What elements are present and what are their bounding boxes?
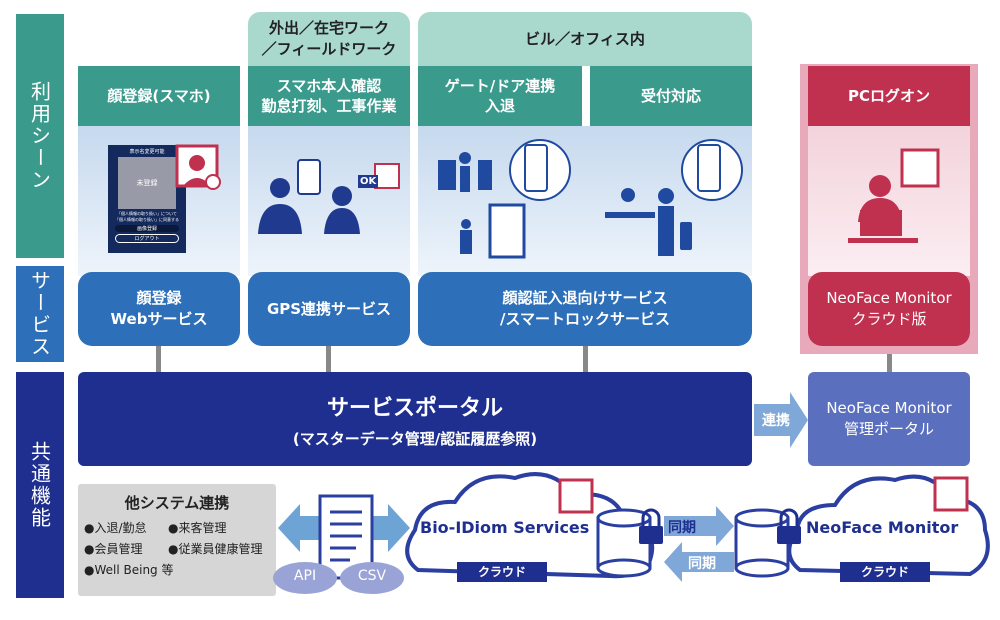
service-portal: サービスポータル (マスターデータ管理/認証履歴参照) <box>78 372 752 466</box>
cloud-tag-label: クラウド <box>477 565 526 579</box>
reception-icon <box>605 188 692 256</box>
csv-label: CSV <box>357 568 387 584</box>
scene-gate-door: ゲート/ドア連携 入退 <box>418 66 582 126</box>
connector <box>887 354 892 372</box>
group-remote: 外出／在宅ワーク ／フィールドワーク <box>248 12 410 66</box>
bottom-graphics <box>273 472 990 594</box>
sync-label: 同期 <box>668 520 696 536</box>
register-button: 画像登録 <box>115 225 179 232</box>
face-auth-icon <box>175 144 221 190</box>
face-auth-icon <box>900 148 940 188</box>
service-entry-exit: 顔認証入退向けサービス /スマートロックサービス <box>418 272 752 346</box>
neoface-cloud-name: NeoFace Monitor <box>806 518 959 537</box>
sync-label: 同期 <box>688 556 716 572</box>
ok-badge: OK <box>358 175 379 188</box>
link-arrow-icon <box>754 392 808 448</box>
phone-title: 表示名変更可能 <box>129 149 165 155</box>
portal-subtitle: (マスターデータ管理/認証履歴参照) <box>292 430 538 448</box>
lock-icon <box>639 508 663 544</box>
cloud-tag <box>840 562 930 582</box>
lock-icon <box>777 508 801 544</box>
logout-button: ログアウト <box>115 234 179 243</box>
cloud-tag-label: クラウド <box>860 565 909 579</box>
pc-user-icon <box>848 175 918 243</box>
service-face-registration-web: 顔登録 Webサービス <box>78 272 240 346</box>
list-item: ●Well Being 等 <box>84 563 174 577</box>
csv-ellipse <box>340 562 404 594</box>
scene-bg <box>248 126 410 276</box>
scene-face-registration: 顔登録(スマホ) <box>78 66 240 126</box>
face-auth-icon <box>933 476 969 512</box>
sync-right-arrow <box>664 506 734 546</box>
connector <box>583 346 588 372</box>
scene-reception: 受付対応 <box>590 66 752 126</box>
other-systems-box: 他システム連携 ●入退/勤怠 ●来客管理 ●会員管理 ●従業員健康管理 ●Wel… <box>78 484 276 596</box>
avatar-label: 未登録 <box>136 179 158 187</box>
consent-checkbox: 「個人情報の取り扱い」に同意する <box>115 217 179 222</box>
door-icon <box>460 203 526 259</box>
face-auth-icon <box>558 478 594 514</box>
neoface-admin-portal: NeoFace Monitor 管理ポータル <box>808 372 970 466</box>
scene-illustrations <box>175 139 940 259</box>
list-item: ●会員管理 <box>84 542 143 556</box>
api-label: API <box>293 568 317 584</box>
cloud-tag <box>457 562 547 582</box>
list-item: ●来客管理 <box>168 521 227 535</box>
speech-bubble-icon <box>681 139 743 201</box>
list-item: ●従業員健康管理 <box>168 542 263 556</box>
other-systems-title: 他システム連携 <box>124 494 230 512</box>
list-item: ●入退/勤怠 <box>84 521 147 535</box>
connector <box>156 346 161 372</box>
connector <box>326 346 331 372</box>
band-common-functions: 共通機能 <box>16 372 64 598</box>
portal-title: サービスポータル <box>326 396 503 421</box>
speech-bubble-icon <box>509 139 571 201</box>
scene-mobile-verification: スマホ本人確認 勤怠打刻、工事作業 <box>248 66 410 126</box>
group-building: ビル／オフィス内 <box>418 12 752 66</box>
api-ellipse <box>273 562 337 594</box>
avatar: 未登録 <box>118 157 176 209</box>
bio-idiom-cloud-name: Bio-IDiom Services <box>420 518 590 537</box>
phone-illustration: 表示名変更可能 未登録 「個人情報の取り扱い」について 「個人情報の取り扱い」に… <box>108 145 186 253</box>
sync-left-arrow <box>664 542 734 582</box>
band-services: サービス <box>16 266 64 362</box>
service-neoface-cloud: NeoFace Monitor クラウド版 <box>808 272 970 346</box>
worker-icon <box>297 159 360 234</box>
gate-icon <box>438 152 492 192</box>
link-label: 連携 <box>762 413 790 429</box>
privacy-text: 「個人情報の取り扱い」について <box>117 211 177 216</box>
service-gps: GPS連携サービス <box>248 272 410 346</box>
band-usage-scenes: 利用シーン <box>16 14 64 258</box>
person-icon <box>258 178 302 234</box>
scene-pc-logon: PCログオン <box>808 66 970 126</box>
face-auth-icon <box>374 163 400 189</box>
